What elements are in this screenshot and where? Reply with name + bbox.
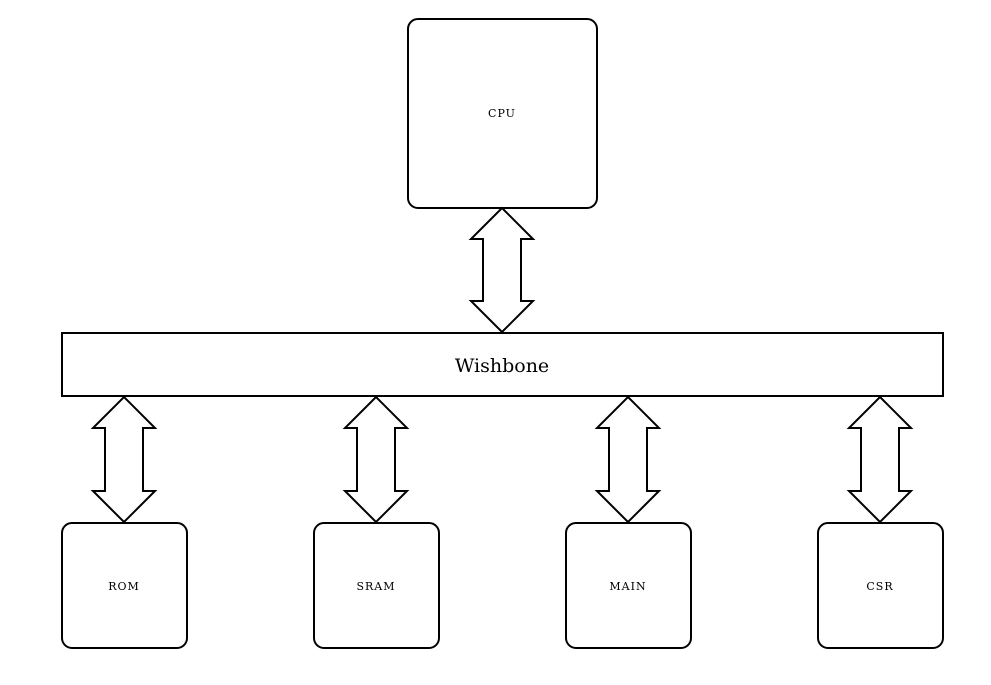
cpu-label: CPU [488,107,516,120]
csr-block: CSR [817,522,944,649]
wishbone-label: Wishbone [455,355,549,377]
main-bus-arrow [594,395,662,524]
cpu-block: CPU [407,18,598,209]
sram-bus-arrow [342,395,410,524]
csr-label: CSR [866,580,893,593]
rom-label: ROM [108,580,140,593]
csr-bus-arrow [846,395,914,524]
sram-block: SRAM [313,522,440,649]
main-block: MAIN [565,522,692,649]
sram-label: SRAM [356,580,395,593]
rom-block: ROM [61,522,188,649]
cpu-bus-arrow [468,206,536,334]
wishbone-bus: Wishbone [61,332,944,397]
rom-bus-arrow [90,395,158,524]
main-label: MAIN [609,580,646,593]
